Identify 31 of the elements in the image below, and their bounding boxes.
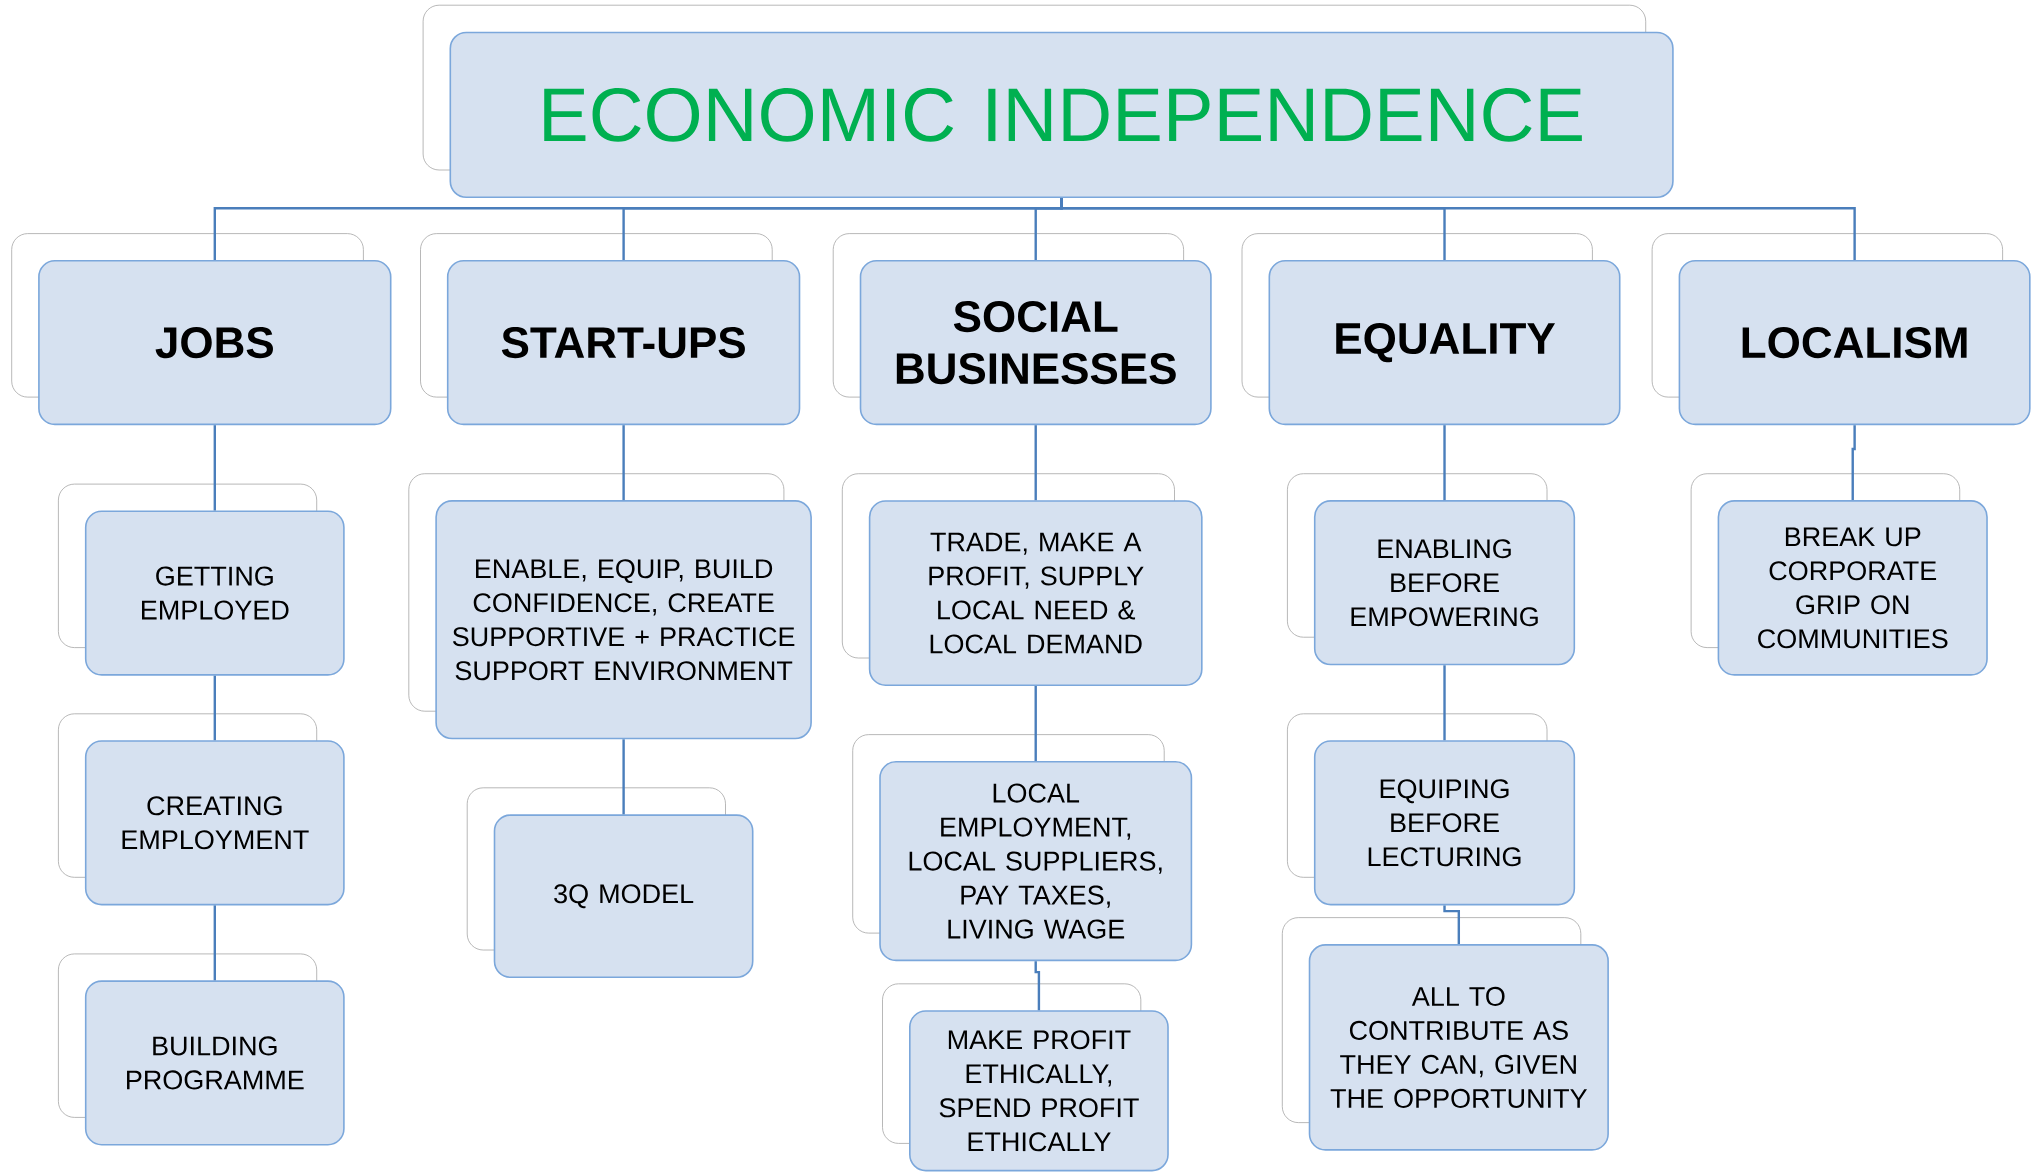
connector-line [1034,686,1037,761]
item-box: ALL TO CONTRIBUTE AS THEY CAN, GIVEN THE OPPORTUNITY [1281,917,1609,1151]
item-box: BREAK UP CORPORATE GRIP ON COMMUNITIES [1690,473,1988,676]
item-box: BUILDING PROGRAMME [58,953,345,1146]
connector-line [1443,665,1446,741]
connector-line [622,739,625,815]
item-box: MAKE PROFIT ETHICALLY, SPEND PROFIT ETHICALLY [882,983,1169,1172]
item-box: TRADE, MAKE A PROFIT, SUPPLY LOCAL NEED & LOCAL DEMAND [841,473,1203,686]
connector-line [622,425,625,501]
connector-line [1443,905,1460,945]
connector-line [1443,425,1446,501]
item-box: GETTING EMPLOYED [58,483,345,676]
item-box: 3Q MODEL [466,787,754,979]
connector-line [213,675,216,741]
category-box: JOBS [11,233,392,426]
item-box: ENABLING BEFORE EMPOWERING [1287,473,1576,666]
item-box: LOCAL EMPLOYMENT, LOCAL SUPPLIERS, PAY TAXES, LIVING WAGE [852,734,1193,962]
item-box: EQUIPING BEFORE LECTURING [1287,713,1576,906]
connector-line [213,425,216,511]
category-box: LOCALISM [1651,233,2031,426]
title-box: ECONOMIC INDEPENDENCE [422,4,1674,199]
category-box: SOCIAL BUSINESSES [832,233,1212,426]
connector-line [1034,425,1037,501]
connector-line [213,905,216,981]
item-box: CREATING EMPLOYMENT [58,713,345,906]
connector-line [1851,425,1856,501]
connector-line [1060,198,1856,260]
category-box: EQUALITY [1241,233,1621,426]
item-box: ENABLE, EQUIP, BUILD CONFIDENCE, CREATE SUPPORTIVE + PRACTICE SUPPORT ENVIRONMENT [408,473,812,740]
connector-line [1034,961,1041,1011]
category-box: START-UPS [420,233,801,426]
